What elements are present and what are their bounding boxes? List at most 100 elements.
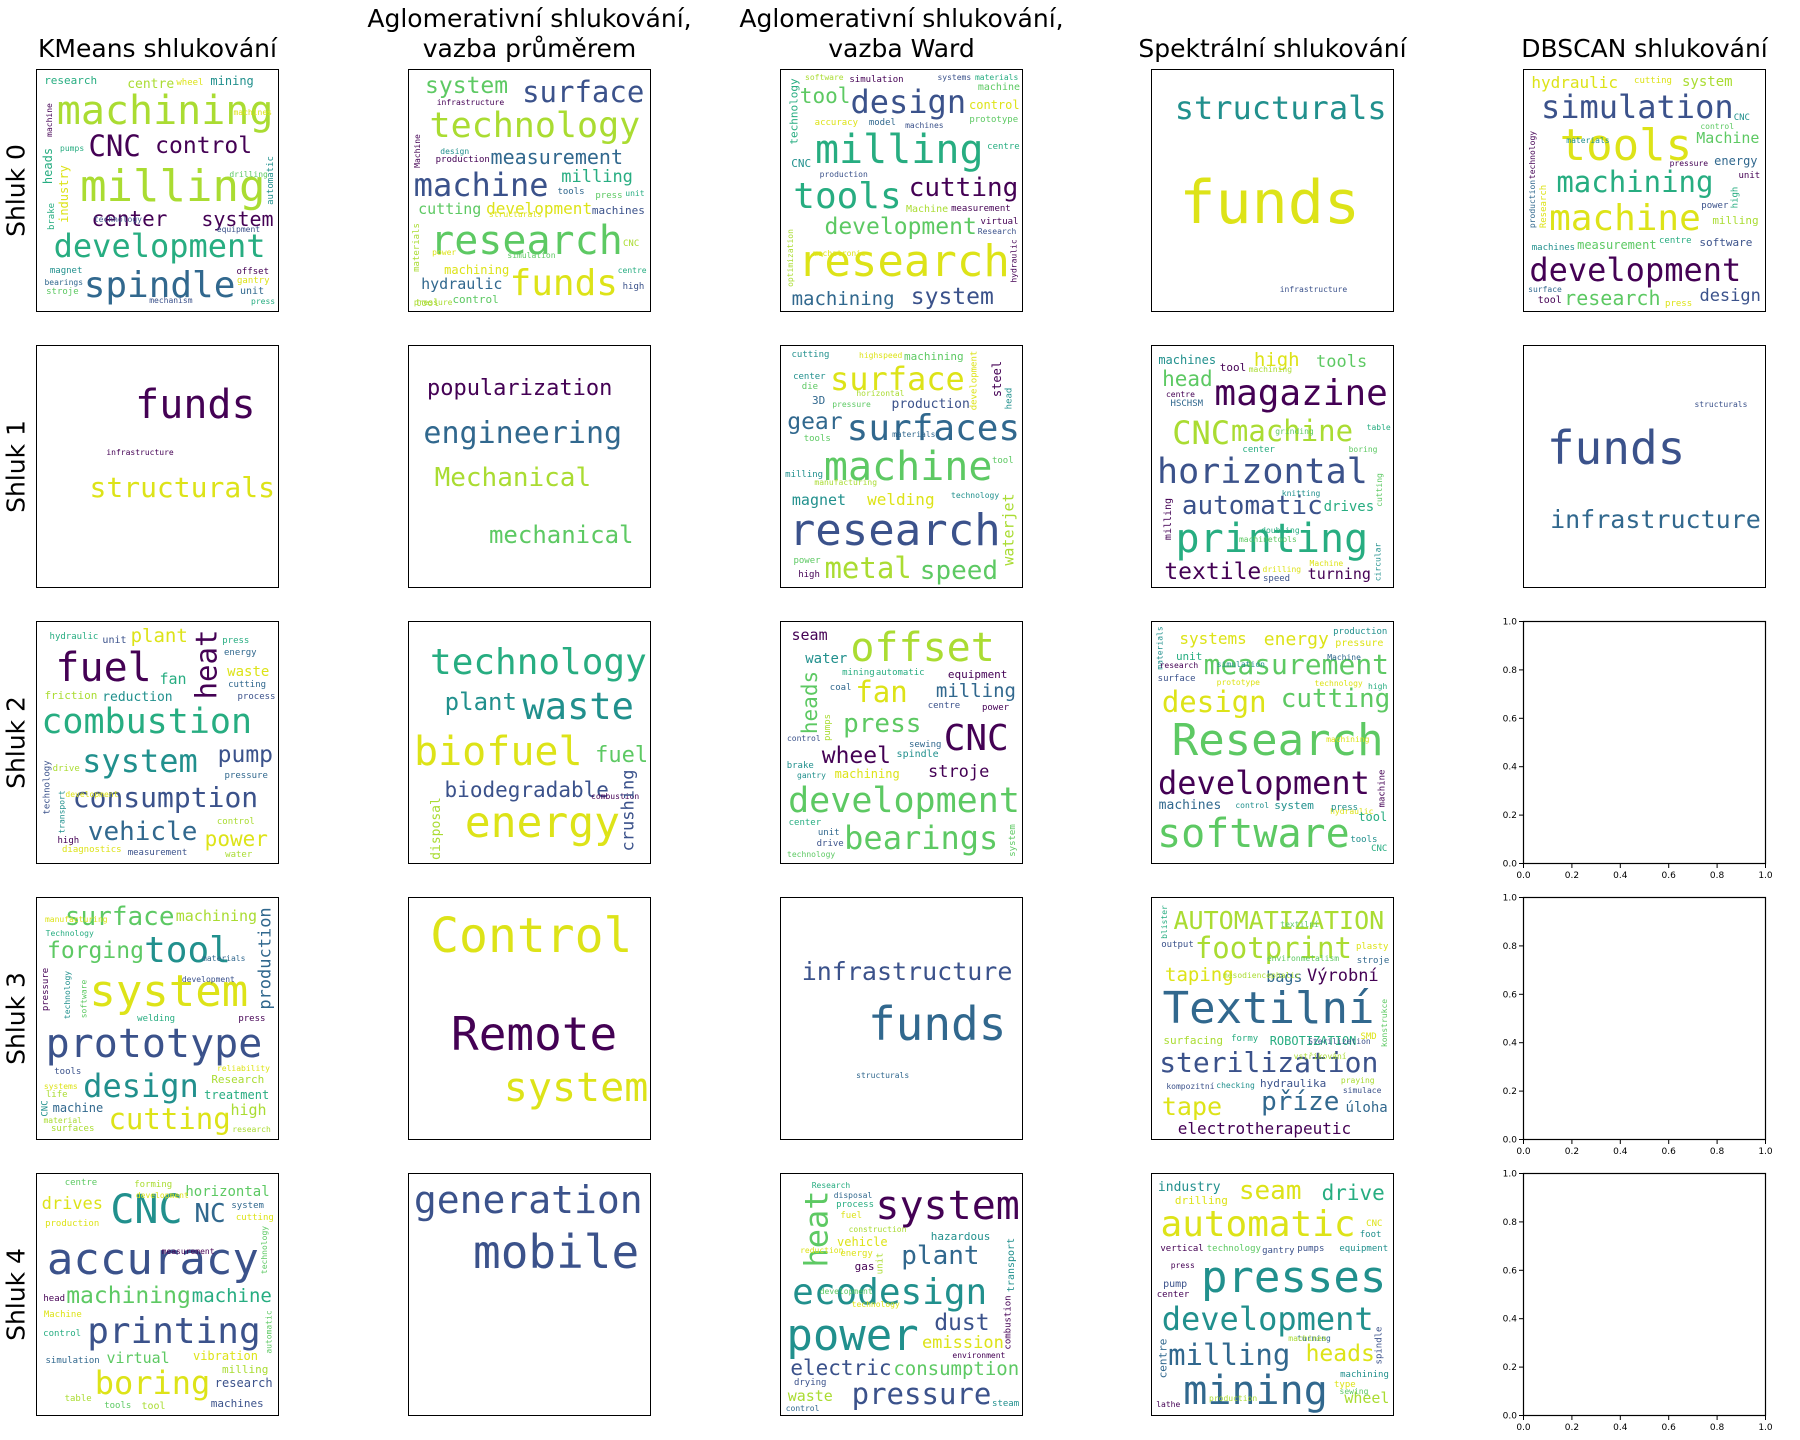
- cloud-word: technology: [430, 641, 647, 683]
- cloud-word: fuel: [595, 743, 649, 769]
- cloud-word: infrastructure: [801, 956, 1013, 986]
- cloud-word: machine: [413, 165, 549, 204]
- cloud-word: horizontal: [856, 389, 905, 399]
- cloud-word: press: [595, 190, 623, 201]
- row-label: Shluk 3: [1, 971, 31, 1065]
- y-tick-label: 0.0: [1503, 1412, 1518, 1422]
- y-tick-label: 0.4: [1503, 1315, 1518, 1325]
- cloud-word: formy: [1231, 1033, 1259, 1044]
- cloud-word: milling: [561, 166, 633, 187]
- cloud-word: magazine: [1214, 372, 1388, 414]
- cloud-word: crushing: [618, 769, 639, 852]
- cloud-word: measurement: [951, 204, 1011, 215]
- cloud-word: tools: [104, 1401, 132, 1412]
- cloud-word: development: [1158, 763, 1370, 802]
- cloud-word: structurals: [488, 210, 542, 220]
- y-tick-label: 0.4: [1503, 763, 1518, 773]
- cloud-word: CNC: [40, 1100, 51, 1117]
- cloud-word: spindle: [1374, 1326, 1385, 1365]
- cloud-word: boring: [94, 1363, 211, 1402]
- cloud-word: seam: [1238, 1176, 1302, 1207]
- cloud-word: CNC: [88, 129, 141, 163]
- cloud-word: system: [89, 966, 249, 1018]
- cloud-word: magnet: [49, 266, 83, 277]
- cloud-word: power: [1701, 201, 1729, 212]
- cloud-word: energy: [1714, 153, 1758, 168]
- x-tick-label: 0.6: [1662, 871, 1677, 881]
- cloud-word: cutting: [908, 173, 1019, 204]
- cloud-word: optimization: [785, 229, 795, 287]
- cloud-word: Remote: [451, 1006, 618, 1061]
- cloud-word: structurals: [1694, 399, 1748, 409]
- cloud-word: center: [793, 372, 826, 383]
- cloud-word: bags: [1266, 968, 1303, 987]
- cloud-word: press: [238, 1013, 266, 1024]
- cloud-word: treatment: [204, 1087, 270, 1102]
- cloud-word: circular: [1373, 543, 1383, 582]
- x-tick-label: 0.6: [1662, 1423, 1677, 1433]
- cloud-word: welding: [137, 1013, 176, 1024]
- cloud-word: design: [1699, 286, 1761, 307]
- cloud-word: machining: [175, 907, 258, 926]
- cloud-word: electrotherapeutic: [1177, 1118, 1352, 1138]
- cloud-word: biodegradable: [444, 778, 609, 803]
- cloud-word: drive: [1321, 1181, 1385, 1206]
- cloud-word: konstrukce: [1380, 999, 1390, 1048]
- cloud-word: type: [1334, 1380, 1356, 1391]
- cloud-word: environment: [952, 1351, 1006, 1361]
- y-tick-label: 0.8: [1503, 666, 1518, 676]
- x-tick-label: 0.4: [1613, 1423, 1628, 1433]
- cloud-word: infrastructure: [1279, 285, 1348, 295]
- cloud-word: drive: [816, 838, 844, 849]
- cloud-word: technology: [787, 78, 801, 145]
- cloud-word: Machine: [413, 134, 423, 168]
- cloud-word: research: [788, 504, 1001, 556]
- axes-frame: [1522, 896, 1767, 1141]
- cloud-word: centre: [1165, 390, 1195, 400]
- cloud-word: printing: [1175, 516, 1369, 563]
- cloud-word: textilní: [1280, 920, 1319, 930]
- cloud-word: materials: [974, 73, 1019, 83]
- cloud-word: turning: [1297, 1333, 1331, 1343]
- cloud-word: infrastructure: [1550, 504, 1761, 534]
- cloud-word: technology: [851, 1300, 900, 1310]
- cloud-word: technology: [429, 105, 641, 146]
- cloud-word: machine: [52, 1101, 104, 1116]
- cloud-word: vertical: [1160, 1243, 1204, 1254]
- cloud-word: manufacturing: [44, 914, 108, 924]
- cloud-word: press: [1170, 1261, 1195, 1271]
- cloud-word: horizontal: [1157, 452, 1368, 493]
- cloud-word: speed: [1263, 573, 1291, 584]
- cloud-word: systems: [43, 1082, 78, 1092]
- cloud-word: SMD: [1360, 1032, 1377, 1043]
- cloud-word: technology: [951, 491, 1000, 501]
- cloud-word: CNC: [1733, 112, 1750, 123]
- cloud-word: production: [1333, 627, 1388, 638]
- cloud-word: unit: [102, 635, 127, 647]
- cloud-word: disposal: [833, 1191, 873, 1201]
- cloud-word: center: [788, 818, 822, 829]
- cloud-word: virtual: [106, 1349, 170, 1368]
- cloud-word: equipment: [1339, 1243, 1389, 1254]
- cloud-word: cutting: [235, 1213, 274, 1224]
- cloud-word: surface: [64, 901, 175, 932]
- cloud-word: tool: [1537, 295, 1562, 307]
- cloud-word: milling: [1168, 1338, 1291, 1373]
- y-tick-label: 1.0: [1503, 618, 1518, 628]
- cloud-word: biofuel: [413, 728, 583, 775]
- cloud-word: materials: [202, 953, 246, 963]
- row-label: Shluk 2: [1, 695, 31, 789]
- cloud-word: drives: [41, 1194, 104, 1215]
- axes-frame: [1522, 620, 1767, 865]
- cloud-word: energy: [224, 647, 257, 658]
- cloud-word: system: [425, 73, 509, 100]
- cloud-word: virtual: [980, 217, 1019, 228]
